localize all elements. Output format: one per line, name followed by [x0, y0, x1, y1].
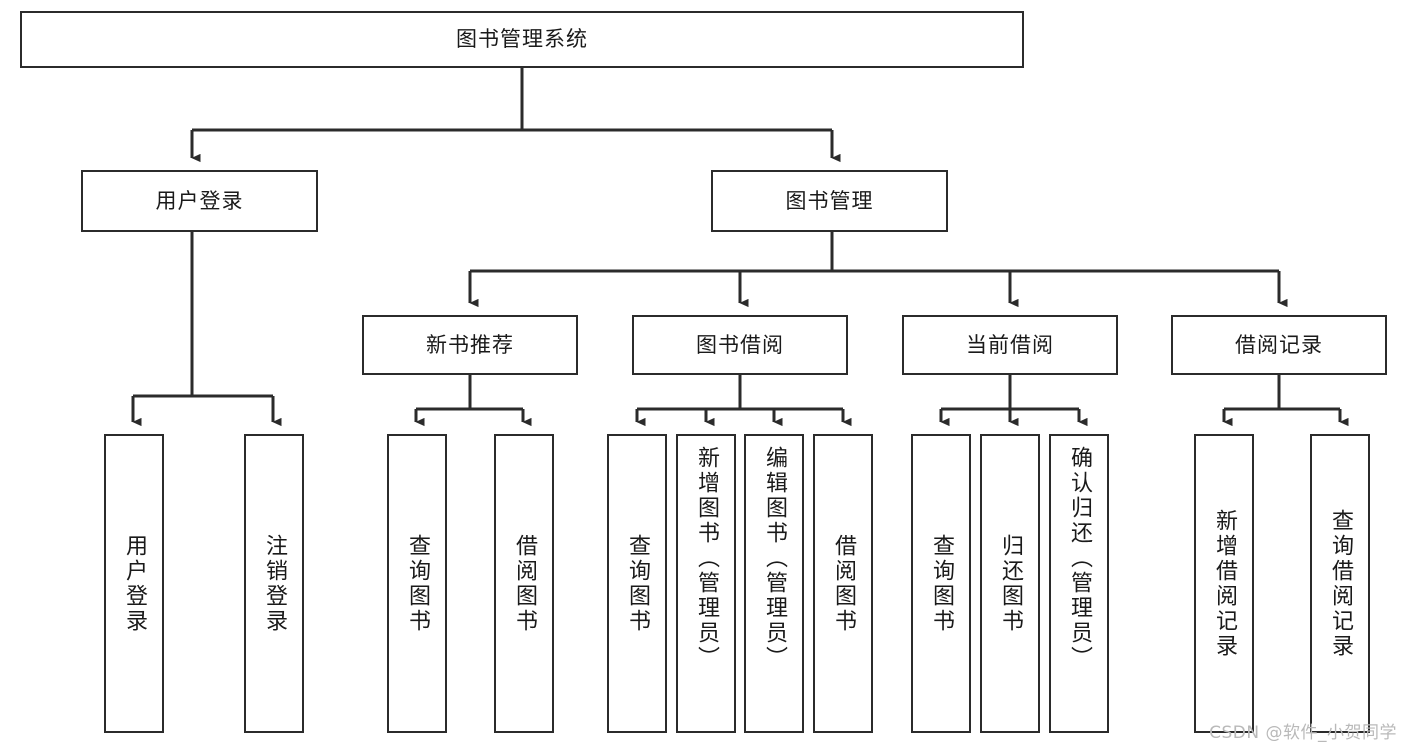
node-root-book-management-system[interactable]: 图书管理系统: [20, 11, 1024, 68]
node-book-management[interactable]: 图书管理: [711, 170, 948, 232]
leaf-user-login-logout[interactable]: 注销登录: [244, 434, 304, 733]
leaf-new-book-query-book[interactable]: 查询图书: [387, 434, 447, 733]
node-label: 确认归还（管理员）: [1067, 446, 1092, 671]
node-label: 查询借阅记录: [1328, 508, 1353, 659]
node-label: 借阅图书: [831, 533, 856, 634]
node-label: 新书推荐: [426, 332, 514, 357]
leaf-borrow-lend-book[interactable]: 借阅图书: [813, 434, 873, 733]
node-label: 图书管理系统: [456, 27, 588, 52]
leaf-borrow-query-book[interactable]: 查询图书: [607, 434, 667, 733]
node-label: 归还图书: [998, 533, 1023, 634]
leaf-current-return-book[interactable]: 归还图书: [980, 434, 1040, 733]
leaf-current-query-book[interactable]: 查询图书: [911, 434, 971, 733]
node-label: 新增图书（管理员）: [694, 446, 719, 671]
leaf-record-add-record[interactable]: 新增借阅记录: [1194, 434, 1254, 733]
node-label: 当前借阅: [966, 332, 1054, 357]
node-label: 借阅记录: [1235, 332, 1323, 357]
leaf-current-confirm-return-admin[interactable]: 确认归还（管理员）: [1049, 434, 1109, 733]
leaf-new-book-borrow-book[interactable]: 借阅图书: [494, 434, 554, 733]
node-label: 查询图书: [929, 533, 954, 634]
node-book-borrow[interactable]: 图书借阅: [632, 315, 848, 375]
leaf-user-login-login[interactable]: 用户登录: [104, 434, 164, 733]
node-label: 查询图书: [625, 533, 650, 634]
leaf-record-query-record[interactable]: 查询借阅记录: [1310, 434, 1370, 733]
node-current-borrow[interactable]: 当前借阅: [902, 315, 1118, 375]
leaf-borrow-edit-book-admin[interactable]: 编辑图书（管理员）: [744, 434, 804, 733]
node-label: 借阅图书: [512, 533, 537, 634]
node-label: 编辑图书（管理员）: [762, 446, 787, 671]
node-label: 图书借阅: [696, 332, 784, 357]
leaf-borrow-add-book-admin[interactable]: 新增图书（管理员）: [676, 434, 736, 733]
node-new-book-recommend[interactable]: 新书推荐: [362, 315, 578, 375]
node-label: 用户登录: [122, 533, 147, 634]
node-label: 图书管理: [785, 188, 874, 213]
csdn-watermark: CSDN @软件_小贺同学: [1209, 723, 1397, 743]
node-label: 用户登录: [155, 188, 244, 213]
node-borrow-record[interactable]: 借阅记录: [1171, 315, 1387, 375]
node-label: 查询图书: [405, 533, 430, 634]
node-user-login[interactable]: 用户登录: [81, 170, 318, 232]
node-label: 注销登录: [262, 533, 287, 634]
node-label: 新增借阅记录: [1212, 508, 1237, 659]
